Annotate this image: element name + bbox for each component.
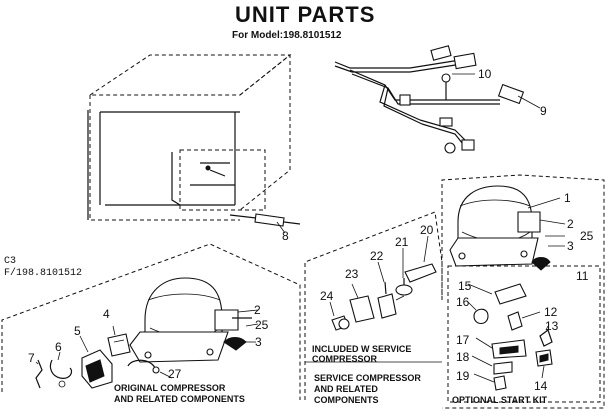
side-label-model: F/198.8101512	[4, 267, 82, 279]
callout-9: 9	[540, 104, 547, 118]
callout-6: 6	[55, 340, 62, 354]
callout-11: 11	[576, 269, 589, 283]
callout-2-original: 2	[254, 303, 261, 317]
service-compressor-border	[441, 174, 605, 409]
callout-20: 20	[420, 223, 434, 237]
caption-service-line-1: SERVICE COMPRESSOR	[314, 373, 421, 383]
callout-13: 13	[545, 319, 559, 333]
side-label-code: C3	[4, 256, 16, 267]
callout-8: 8	[282, 229, 289, 243]
callout-16: 16	[456, 295, 470, 309]
callout-23: 23	[345, 267, 359, 281]
caption-included-line-2: COMPRESSOR	[312, 354, 378, 364]
callout-25-service: 25	[580, 229, 594, 243]
callout-2-service: 2	[567, 217, 574, 231]
included-parts-drawing	[329, 235, 437, 331]
caption-included-line-1: INCLUDED W SERVICE	[312, 344, 411, 354]
caption-optional-start-kit: OPTIONAL START KIT	[452, 395, 548, 405]
page-title: UNIT PARTS	[235, 2, 375, 27]
callout-14: 14	[534, 379, 548, 393]
callout-25-original: 25	[255, 318, 269, 332]
callout-21: 21	[395, 235, 409, 249]
callout-10: 10	[478, 67, 492, 81]
caption-original-line-1: ORIGINAL COMPRESSOR	[114, 383, 226, 393]
service-group-border	[304, 211, 443, 400]
part-8-drawing	[229, 213, 301, 234]
cabinet-compartment-drawing	[87, 53, 292, 221]
model-number: For Model:198.8101512	[232, 30, 342, 41]
callout-22: 22	[370, 249, 384, 263]
callout-12: 12	[544, 305, 558, 319]
callout-27: 27	[168, 367, 182, 381]
callout-5: 5	[74, 324, 81, 338]
callout-19: 19	[456, 369, 470, 383]
callout-18: 18	[456, 350, 470, 364]
callout-3-original: 3	[255, 335, 262, 349]
caption-original-line-2: AND RELATED COMPONENTS	[114, 394, 245, 404]
service-compressor-drawing	[449, 185, 566, 271]
callout-15: 15	[458, 279, 472, 293]
callout-4: 4	[103, 307, 110, 321]
wiring-harness-drawing	[334, 45, 541, 154]
callout-1: 1	[564, 191, 571, 205]
caption-service-line-2: AND RELATED	[314, 384, 378, 394]
callout-7: 7	[28, 351, 35, 365]
start-kit-parts-drawing	[467, 283, 553, 391]
optional-start-kit-border	[447, 265, 601, 403]
original-compressor-drawing	[35, 277, 259, 389]
original-group-border	[1, 243, 301, 400]
callout-3-service: 3	[567, 239, 574, 253]
callout-17: 17	[456, 333, 470, 347]
callout-24: 24	[320, 289, 334, 303]
caption-service-line-3: COMPONENTS	[314, 395, 379, 405]
